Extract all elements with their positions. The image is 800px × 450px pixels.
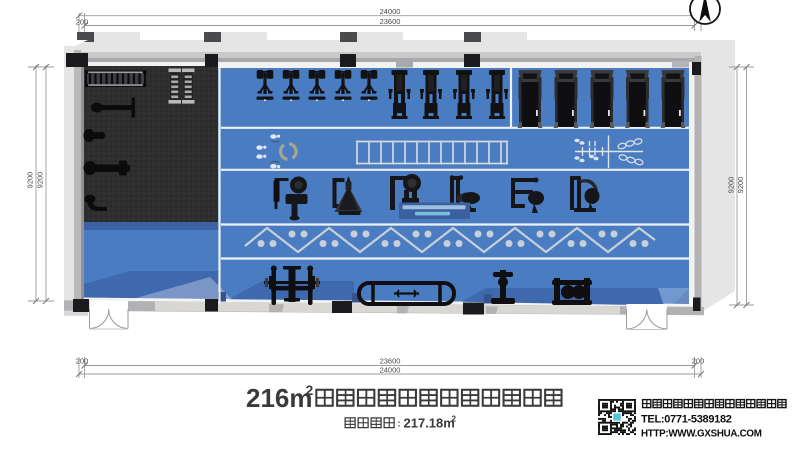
svg-text:24000: 24000 — [380, 366, 401, 375]
svg-text:200: 200 — [692, 357, 705, 366]
svg-text:200: 200 — [76, 357, 89, 366]
svg-text:HTTP:WWW.GXSHUA.COM: HTTP:WWW.GXSHUA.COM — [641, 429, 762, 440]
svg-text:2: 2 — [452, 415, 457, 424]
svg-text:216m: 216m — [246, 383, 313, 413]
svg-text:23600: 23600 — [380, 17, 401, 26]
svg-text:TEL:0771-5389182: TEL:0771-5389182 — [641, 414, 732, 426]
svg-text:217.18m: 217.18m — [404, 416, 455, 431]
svg-text::: : — [398, 419, 401, 429]
svg-text:9200: 9200 — [727, 177, 736, 194]
svg-text:9200: 9200 — [26, 172, 35, 189]
svg-text:2: 2 — [306, 382, 314, 398]
svg-text:24000: 24000 — [380, 7, 401, 16]
svg-text:9200: 9200 — [736, 177, 745, 194]
svg-text:23600: 23600 — [380, 357, 401, 366]
svg-text:9200: 9200 — [36, 172, 45, 189]
svg-text:200: 200 — [76, 18, 89, 27]
